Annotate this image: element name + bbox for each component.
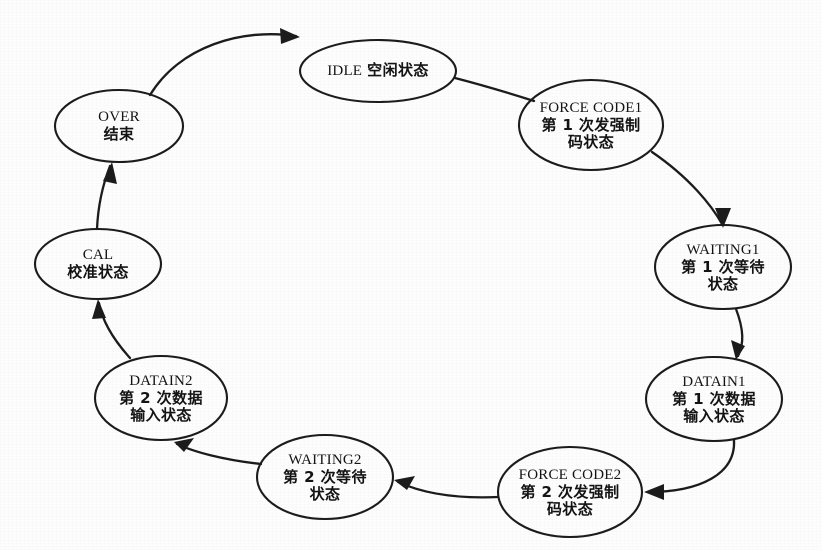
arrowhead-datain-2-to-cal (92, 299, 106, 319)
edge-waiting-2-to-datain-2 (175, 442, 263, 466)
node-shape-force-code-2 (496, 445, 644, 539)
node-shape-force-code-1 (517, 78, 665, 172)
arrowhead-waiting-2-to-datain-2 (174, 438, 194, 452)
arrowhead-cal-to-over (103, 162, 117, 184)
edge-force-code-1-to-waiting-1 (650, 150, 724, 226)
edge-idle-to-force-code-1 (453, 76, 536, 103)
arrowhead-datain-1-to-force-code-2 (644, 484, 664, 500)
node-shape-idle (298, 38, 458, 104)
node-shape-cal (33, 227, 163, 301)
node-shape-waiting-2 (255, 433, 395, 521)
arrowhead-over-to-idle (280, 28, 300, 44)
arrowhead-waiting-1-to-datain-1 (731, 340, 745, 360)
node-shape-waiting-1 (653, 223, 793, 311)
node-shape-datain-2 (93, 354, 229, 442)
edge-over-to-idle (148, 33, 298, 97)
node-shape-datain-1 (644, 355, 784, 443)
arrowhead-force-code-1-to-waiting-1 (715, 208, 731, 228)
edge-datain-1-to-force-code-2 (646, 438, 736, 494)
diagram-edges (92, 28, 745, 500)
arrowhead-force-code-2-to-waiting-2 (394, 476, 415, 490)
edge-datain-2-to-cal (97, 301, 132, 360)
node-shapes (33, 38, 793, 539)
node-shape-over (53, 88, 185, 164)
edge-force-code-2-to-waiting-2 (396, 480, 500, 499)
